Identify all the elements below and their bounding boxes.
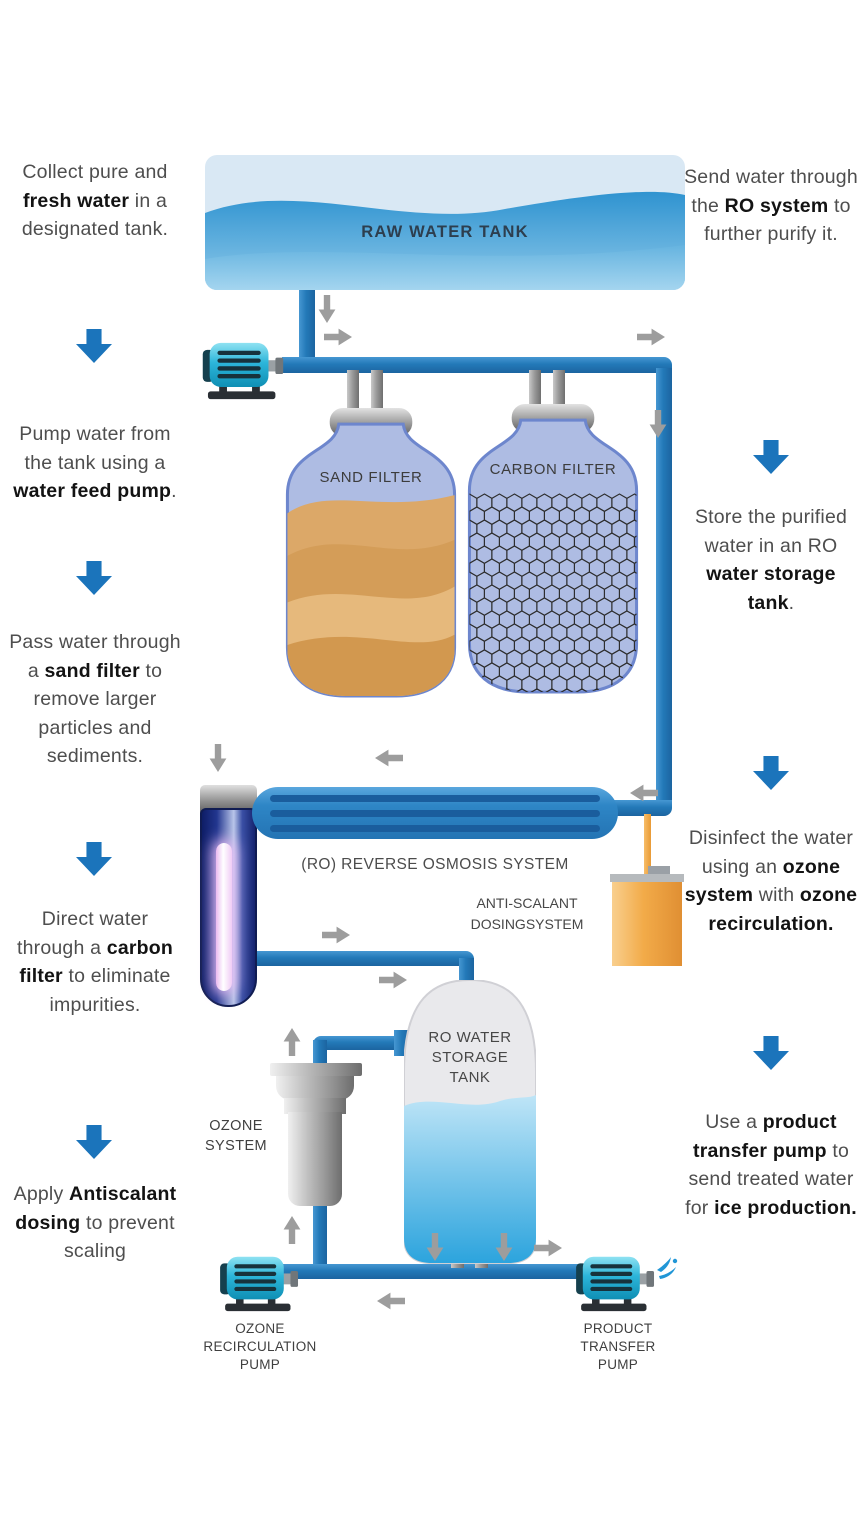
ro-membrane-vessel bbox=[252, 787, 618, 839]
flow-arrow-right-icon bbox=[534, 1239, 562, 1257]
step-ro-system: Send water through the RO system to furt… bbox=[684, 166, 858, 245]
step-sand-filter: Pass water through a sand filter to remo… bbox=[9, 631, 181, 767]
flow-arrow-right-icon bbox=[322, 926, 350, 944]
flow-arrow-up-icon bbox=[283, 1028, 301, 1056]
pipe-ozone-return bbox=[313, 1036, 399, 1050]
ozone-neck bbox=[284, 1098, 346, 1114]
ozone-head bbox=[276, 1076, 354, 1100]
step-arrow-down-icon bbox=[753, 1036, 789, 1070]
pipe-antiscalant-dosing bbox=[644, 814, 651, 876]
flow-arrow-down-icon bbox=[209, 744, 227, 772]
flow-arrow-right-icon bbox=[379, 971, 407, 989]
step-ozone: Disinfect the water using an ozone syste… bbox=[684, 827, 858, 935]
step-store-water: Store the purified water in an RO water … bbox=[694, 506, 848, 614]
storage-tank-label: RO WATER STORAGE TANK bbox=[428, 1029, 512, 1086]
step-arrow-down-icon bbox=[76, 329, 112, 363]
water-splash-icon bbox=[657, 1257, 678, 1279]
pipe-tank-outlet bbox=[299, 288, 315, 372]
ro-vessel-groove bbox=[270, 810, 600, 817]
flow-arrow-left-icon bbox=[377, 1292, 405, 1310]
step-arrow-down-icon bbox=[76, 561, 112, 595]
step-transfer-pump: Use a product transfer pump to send trea… bbox=[685, 1111, 857, 1219]
step-collect-water: Collect pure and fresh water in a design… bbox=[21, 161, 169, 240]
sand-media bbox=[287, 494, 455, 696]
antiscalant-tank bbox=[612, 882, 682, 966]
product-pump-label: PRODUCT TRANSFER PUMP bbox=[580, 1321, 656, 1372]
sand-filter bbox=[285, 408, 457, 698]
honeycomb-pattern bbox=[469, 493, 637, 692]
step-arrow-down-icon bbox=[76, 1125, 112, 1159]
step-arrow-down-icon bbox=[76, 842, 112, 876]
antiscalant-label: ANTI-SCALANT DOSINGSYSTEM bbox=[470, 895, 584, 932]
raw-water-tank-label: RAW WATER TANK bbox=[361, 223, 529, 241]
pipe-bottom-header bbox=[283, 1264, 605, 1279]
antiscalant-tank-lid bbox=[610, 874, 684, 882]
pipe-ozone-top bbox=[313, 1040, 327, 1070]
ozone-pump-label: OZONE RECIRCULATION PUMP bbox=[203, 1321, 317, 1372]
step-carbon-filter: Direct water through a carbon filter to … bbox=[16, 908, 174, 1016]
ozone-recirculation-pump bbox=[220, 1256, 299, 1312]
ozone-system-label: OZONE SYSTEM bbox=[204, 1118, 268, 1154]
step-arrow-down-icon bbox=[753, 440, 789, 474]
carbon-filter-label: CARBON FILTER bbox=[489, 461, 617, 478]
ro-vessel-groove bbox=[270, 795, 600, 802]
pipe-sand-filter-feed bbox=[371, 370, 383, 418]
product-transfer-pump bbox=[576, 1256, 655, 1312]
ro-vessel-groove bbox=[270, 825, 600, 832]
pipe-ozone-bottom bbox=[313, 1202, 327, 1272]
pipe-right-riser bbox=[656, 368, 672, 808]
pipe-top-header bbox=[282, 357, 672, 373]
ro-storage-tank bbox=[404, 980, 536, 1264]
pipe-sand-filter-feed bbox=[347, 370, 359, 418]
flow-arrow-up-icon bbox=[283, 1216, 301, 1244]
carbon-filter bbox=[467, 404, 639, 694]
pipe-ro-inlet-elbow bbox=[606, 800, 672, 816]
flow-arrow-down-icon bbox=[318, 295, 336, 323]
step-pump-water: Pump water from the tank using a water f… bbox=[13, 423, 177, 502]
ozone-body bbox=[288, 1112, 342, 1206]
step-antiscalant: Apply Antiscalant dosing to prevent scal… bbox=[13, 1183, 177, 1262]
water-feed-pump bbox=[202, 342, 284, 400]
sand-filter-label: SAND FILTER bbox=[319, 469, 423, 486]
uv-lamp bbox=[216, 843, 232, 991]
flow-arrow-right-icon bbox=[637, 328, 665, 346]
step-arrow-down-icon bbox=[753, 756, 789, 790]
flow-arrow-right-icon bbox=[324, 328, 352, 346]
pipe-uv-outlet bbox=[246, 951, 474, 966]
ozone-flange bbox=[270, 1063, 362, 1076]
flow-arrow-left-icon bbox=[375, 749, 403, 767]
raw-water-tank bbox=[205, 155, 685, 290]
ro-system-label: (RO) REVERSE OSMOSIS SYSTEM bbox=[301, 856, 569, 873]
